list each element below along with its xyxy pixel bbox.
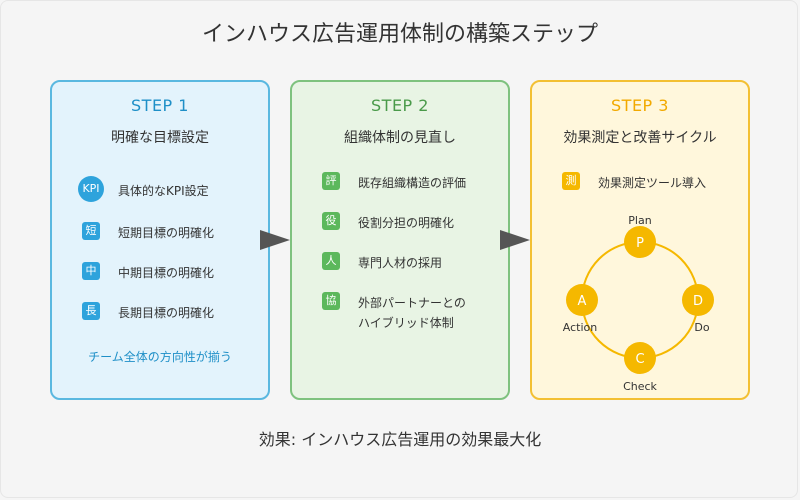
step-3-subtitle: 効果測定と改善サイクル: [563, 130, 717, 146]
step-2-item-text-line2: ハイブリッド体制: [358, 316, 454, 330]
step-2-card: STEP 2 組織体制の見直し 評 既存組織構造の評価 役 役割分担の明確化 人…: [290, 80, 510, 400]
step-1-item-text: 中期目標の明確化: [118, 266, 215, 280]
step-1-item-text: 短期目標の明確化: [118, 226, 215, 240]
step-1-item-text: 長期目標の明確化: [118, 306, 215, 320]
mid-term-icon: 中: [82, 262, 100, 280]
short-term-icon: 短: [82, 222, 100, 240]
step-1-card: STEP 1 明確な目標設定 KPI 具体的なKPI設定 短 短期目標の明確化 …: [50, 80, 270, 400]
cycle-label-do: Do: [694, 321, 709, 334]
step-1-title: STEP 1: [131, 96, 189, 115]
arrow-right-icon: [260, 230, 290, 250]
cycle-label-plan: Plan: [628, 214, 651, 227]
plan-node-letter: P: [636, 236, 644, 251]
cycle-ring: [581, 241, 699, 359]
step-2-item-text: 既存組織構造の評価: [358, 176, 467, 190]
cycle-label-action: Action: [563, 321, 597, 334]
action-node: [566, 284, 598, 316]
step-2-title: STEP 2: [371, 96, 429, 115]
check-node: [624, 342, 656, 374]
do-node-letter: D: [693, 294, 703, 309]
check-node-letter: C: [635, 352, 644, 367]
step-3-card: STEP 3 効果測定と改善サイクル 測 効果測定ツール導入 Plan P D …: [530, 80, 750, 400]
measure-icon: 測: [562, 172, 580, 190]
role-icon: 役: [322, 212, 340, 230]
cooperate-icon: 協: [322, 292, 340, 310]
step-2-item-text: 外部パートナーとの: [358, 296, 466, 310]
kpi-icon: KPI: [78, 176, 104, 202]
evaluate-icon: 評: [322, 172, 340, 190]
page-title: インハウス広告運用体制の構築ステップ: [201, 22, 598, 47]
result-text: 効果: インハウス広告運用の効果最大化: [258, 430, 542, 449]
cycle-label-check: Check: [623, 380, 657, 393]
arrow-right-icon: [500, 230, 530, 250]
step-1-subtitle: 明確な目標設定: [111, 130, 209, 146]
step-1-note: チーム全体の方向性が揃う: [88, 350, 232, 364]
do-node: [682, 284, 714, 316]
plan-node: [624, 226, 656, 258]
person-icon: 人: [322, 252, 340, 270]
action-node-letter: A: [578, 294, 587, 309]
pdca-cycle-diagram: Plan P D Do C Check A Action: [563, 214, 714, 393]
step-2-subtitle: 組織体制の見直し: [344, 130, 456, 146]
step-3-title: STEP 3: [611, 96, 669, 115]
long-term-icon: 長: [82, 302, 100, 320]
step-3-item-text: 効果測定ツール導入: [598, 176, 707, 190]
step-1-item-text: 具体的なKPI設定: [118, 184, 209, 198]
step-2-item-text: 役割分担の明確化: [358, 216, 455, 230]
step-2-item-text: 専門人材の採用: [358, 256, 443, 270]
